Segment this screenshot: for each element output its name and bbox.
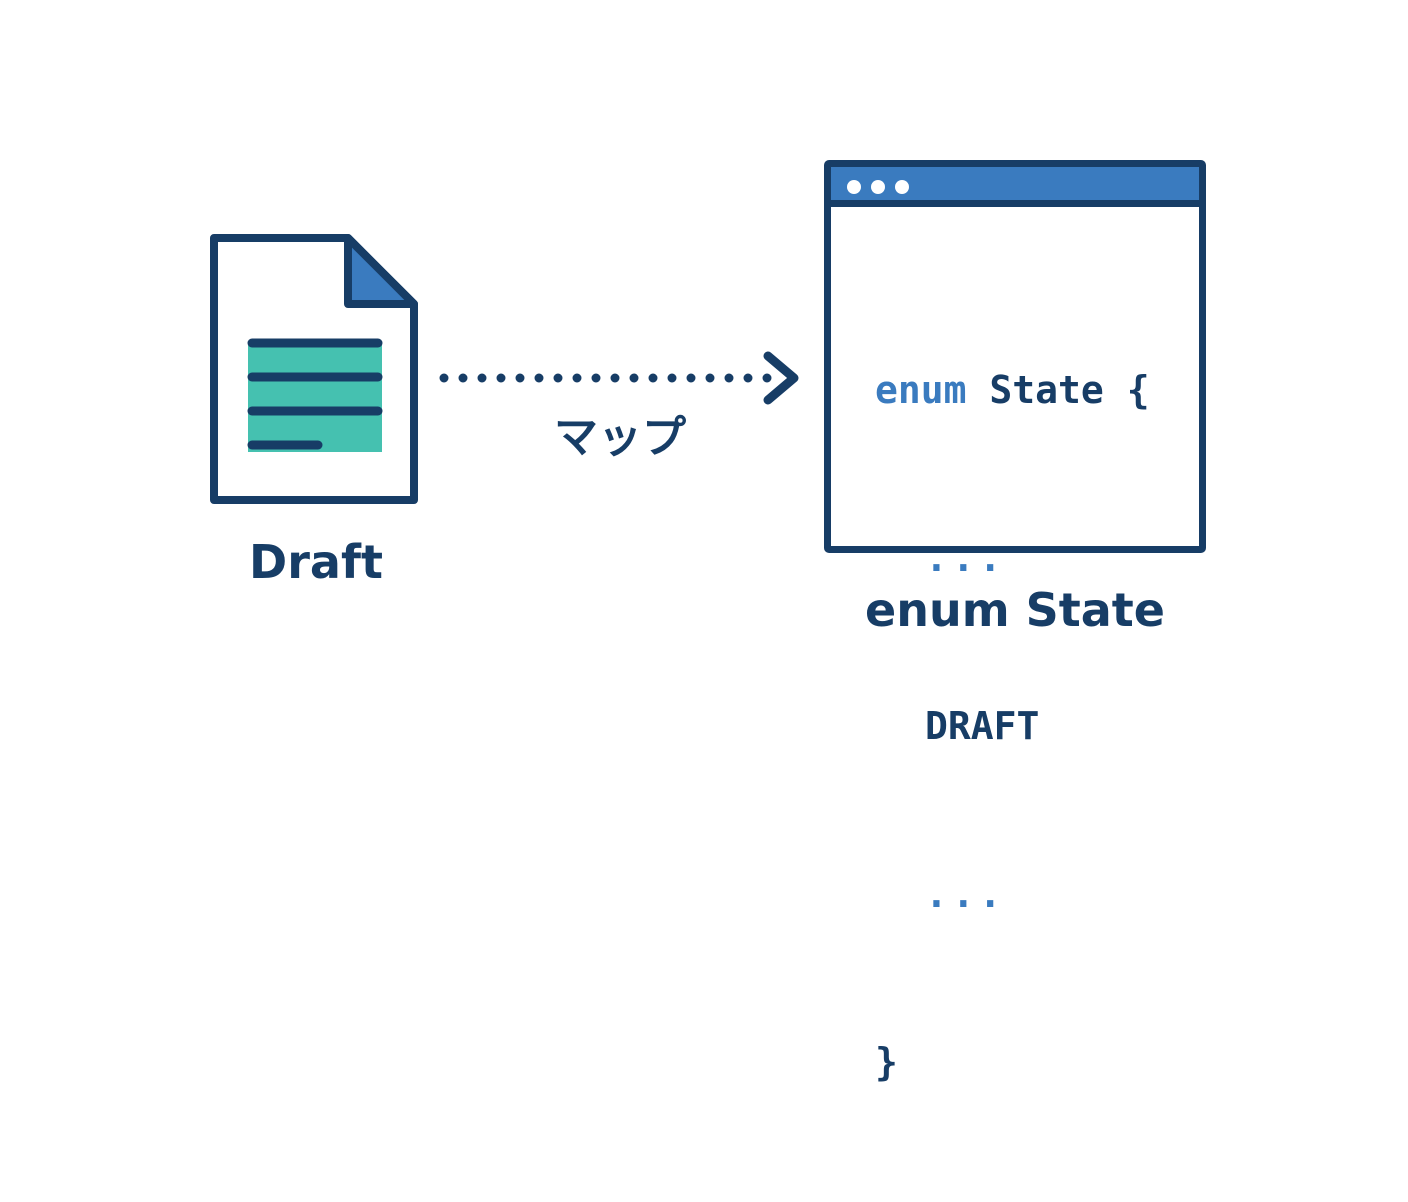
window-dot-icon (871, 180, 885, 194)
code-type-name: State (989, 368, 1104, 412)
code-window-icon: enum State { ... DRAFT ... } (824, 160, 1206, 1084)
window-dot-icon (895, 180, 909, 194)
code-block: enum State { ... DRAFT ... } (875, 250, 1150, 1202)
code-keyword: enum (875, 368, 967, 412)
code-ellipsis-top: ... (925, 536, 1006, 580)
target-label: enum State (865, 583, 1165, 637)
window-dot-icon (847, 180, 861, 194)
document-icon (210, 234, 418, 504)
dotted-arrow-icon (439, 351, 799, 405)
code-member: DRAFT (925, 704, 1040, 748)
code-open-brace: { (1126, 368, 1150, 412)
code-line-declaration: enum State { (875, 362, 1150, 418)
code-ellipsis-bottom: ... (925, 872, 1006, 916)
source-label: Draft (249, 535, 383, 589)
code-close-brace: } (875, 1040, 898, 1084)
window-titlebar (831, 167, 1199, 207)
mapping-label: マップ (554, 412, 686, 463)
